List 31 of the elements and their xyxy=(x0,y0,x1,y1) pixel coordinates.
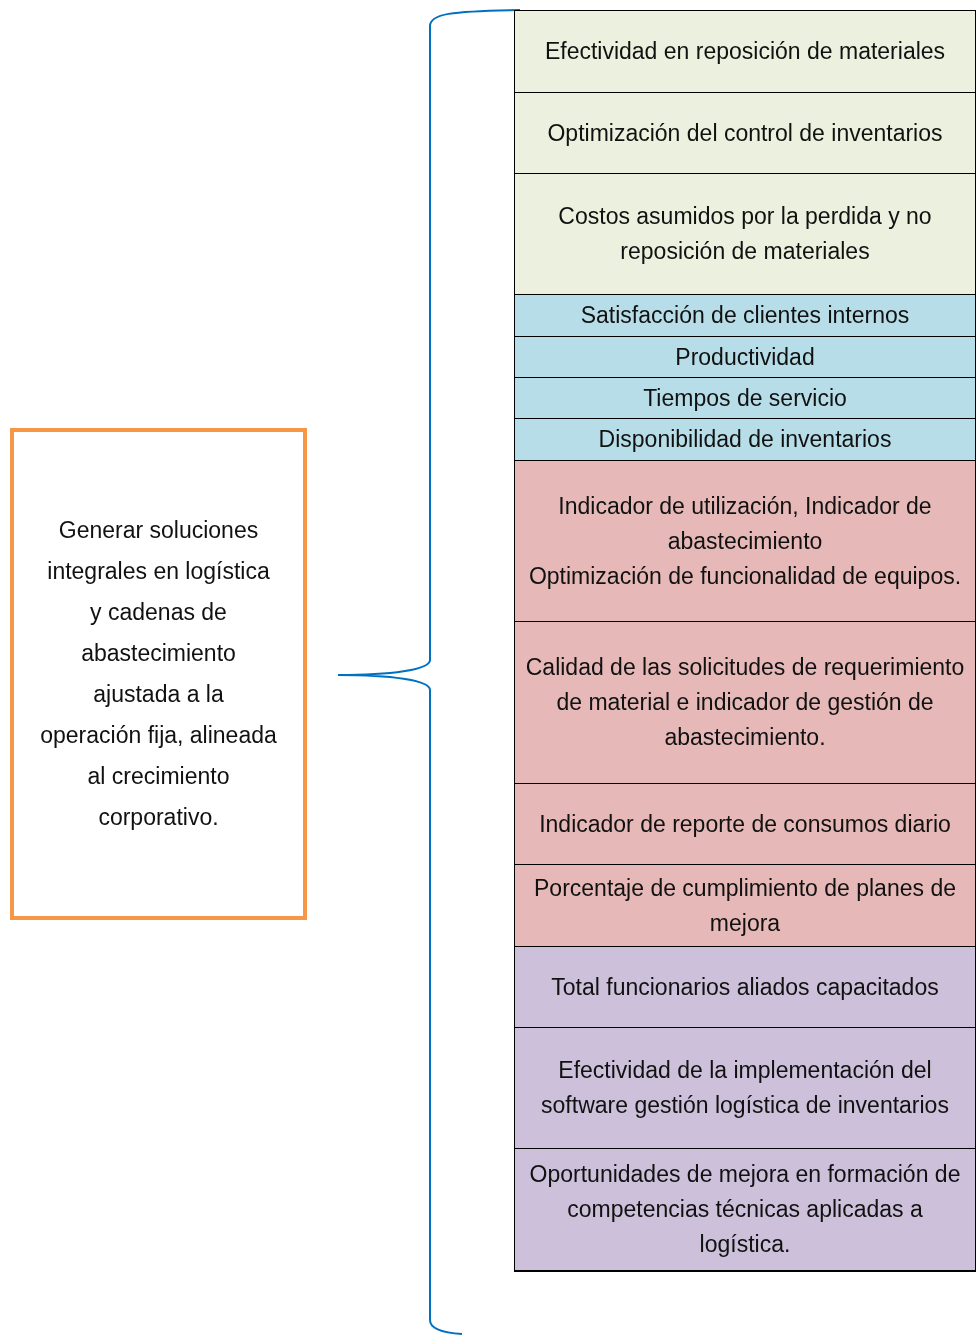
indicator-row xyxy=(514,783,976,864)
indicator-text: Total funcionarios aliados capacitados xyxy=(551,972,939,1002)
indicator-text: Tiempos de servicio xyxy=(643,383,847,413)
indicator-text: Costos asumidos por la perdida y no reposición de materiales xyxy=(557,202,933,266)
indicator-row xyxy=(514,1027,976,1148)
indicator-row xyxy=(514,294,976,336)
indicator-text: Optimización de funcionalidad de equipos. xyxy=(528,561,962,591)
indicator-row xyxy=(514,10,976,92)
indicator-text: Oportunidades de mejora en formación de competencias técnicas aplicadas a logística. xyxy=(528,1160,962,1259)
indicator-row xyxy=(514,864,976,946)
indicator-row xyxy=(514,173,976,294)
indicator-row xyxy=(514,336,976,377)
indicator-text: Satisfacción de clientes internos xyxy=(580,301,910,330)
indicator-text: Porcentaje de cumplimiento de planes de mejora xyxy=(533,873,957,938)
indicator-text: Productividad xyxy=(675,342,815,372)
indicator-row xyxy=(514,1148,976,1272)
indicator-row xyxy=(514,946,976,1027)
indicator-row xyxy=(514,92,976,173)
indicator-text: Calidad de las solicitudes de requerimiento de material e indicador de gestión de abastecimiento. xyxy=(524,653,966,752)
objective-text: Generar soluciones integrales en logística y cadenas de abastecimiento ajustada a la operación fija, alineada al crecimiento corporativo. xyxy=(40,516,277,832)
indicator-text: Optimización del control de inventarios xyxy=(547,118,943,148)
indicator-row xyxy=(514,418,976,460)
indicator-row xyxy=(514,621,976,783)
indicator-text: Indicador de utilización, Indicador de abastecimiento xyxy=(557,491,933,556)
objective-box xyxy=(10,428,307,920)
indicator-text: Efectividad en reposición de materiales xyxy=(544,37,946,66)
indicator-text: Disponibilidad de inventarios xyxy=(598,425,892,454)
indicator-row xyxy=(514,460,976,621)
indicator-text: Efectividad de la implementación del software gestión logística de inventarios xyxy=(540,1056,950,1120)
indicator-text: Indicador de reporte de consumos diario xyxy=(539,809,951,839)
indicator-row xyxy=(514,377,976,418)
